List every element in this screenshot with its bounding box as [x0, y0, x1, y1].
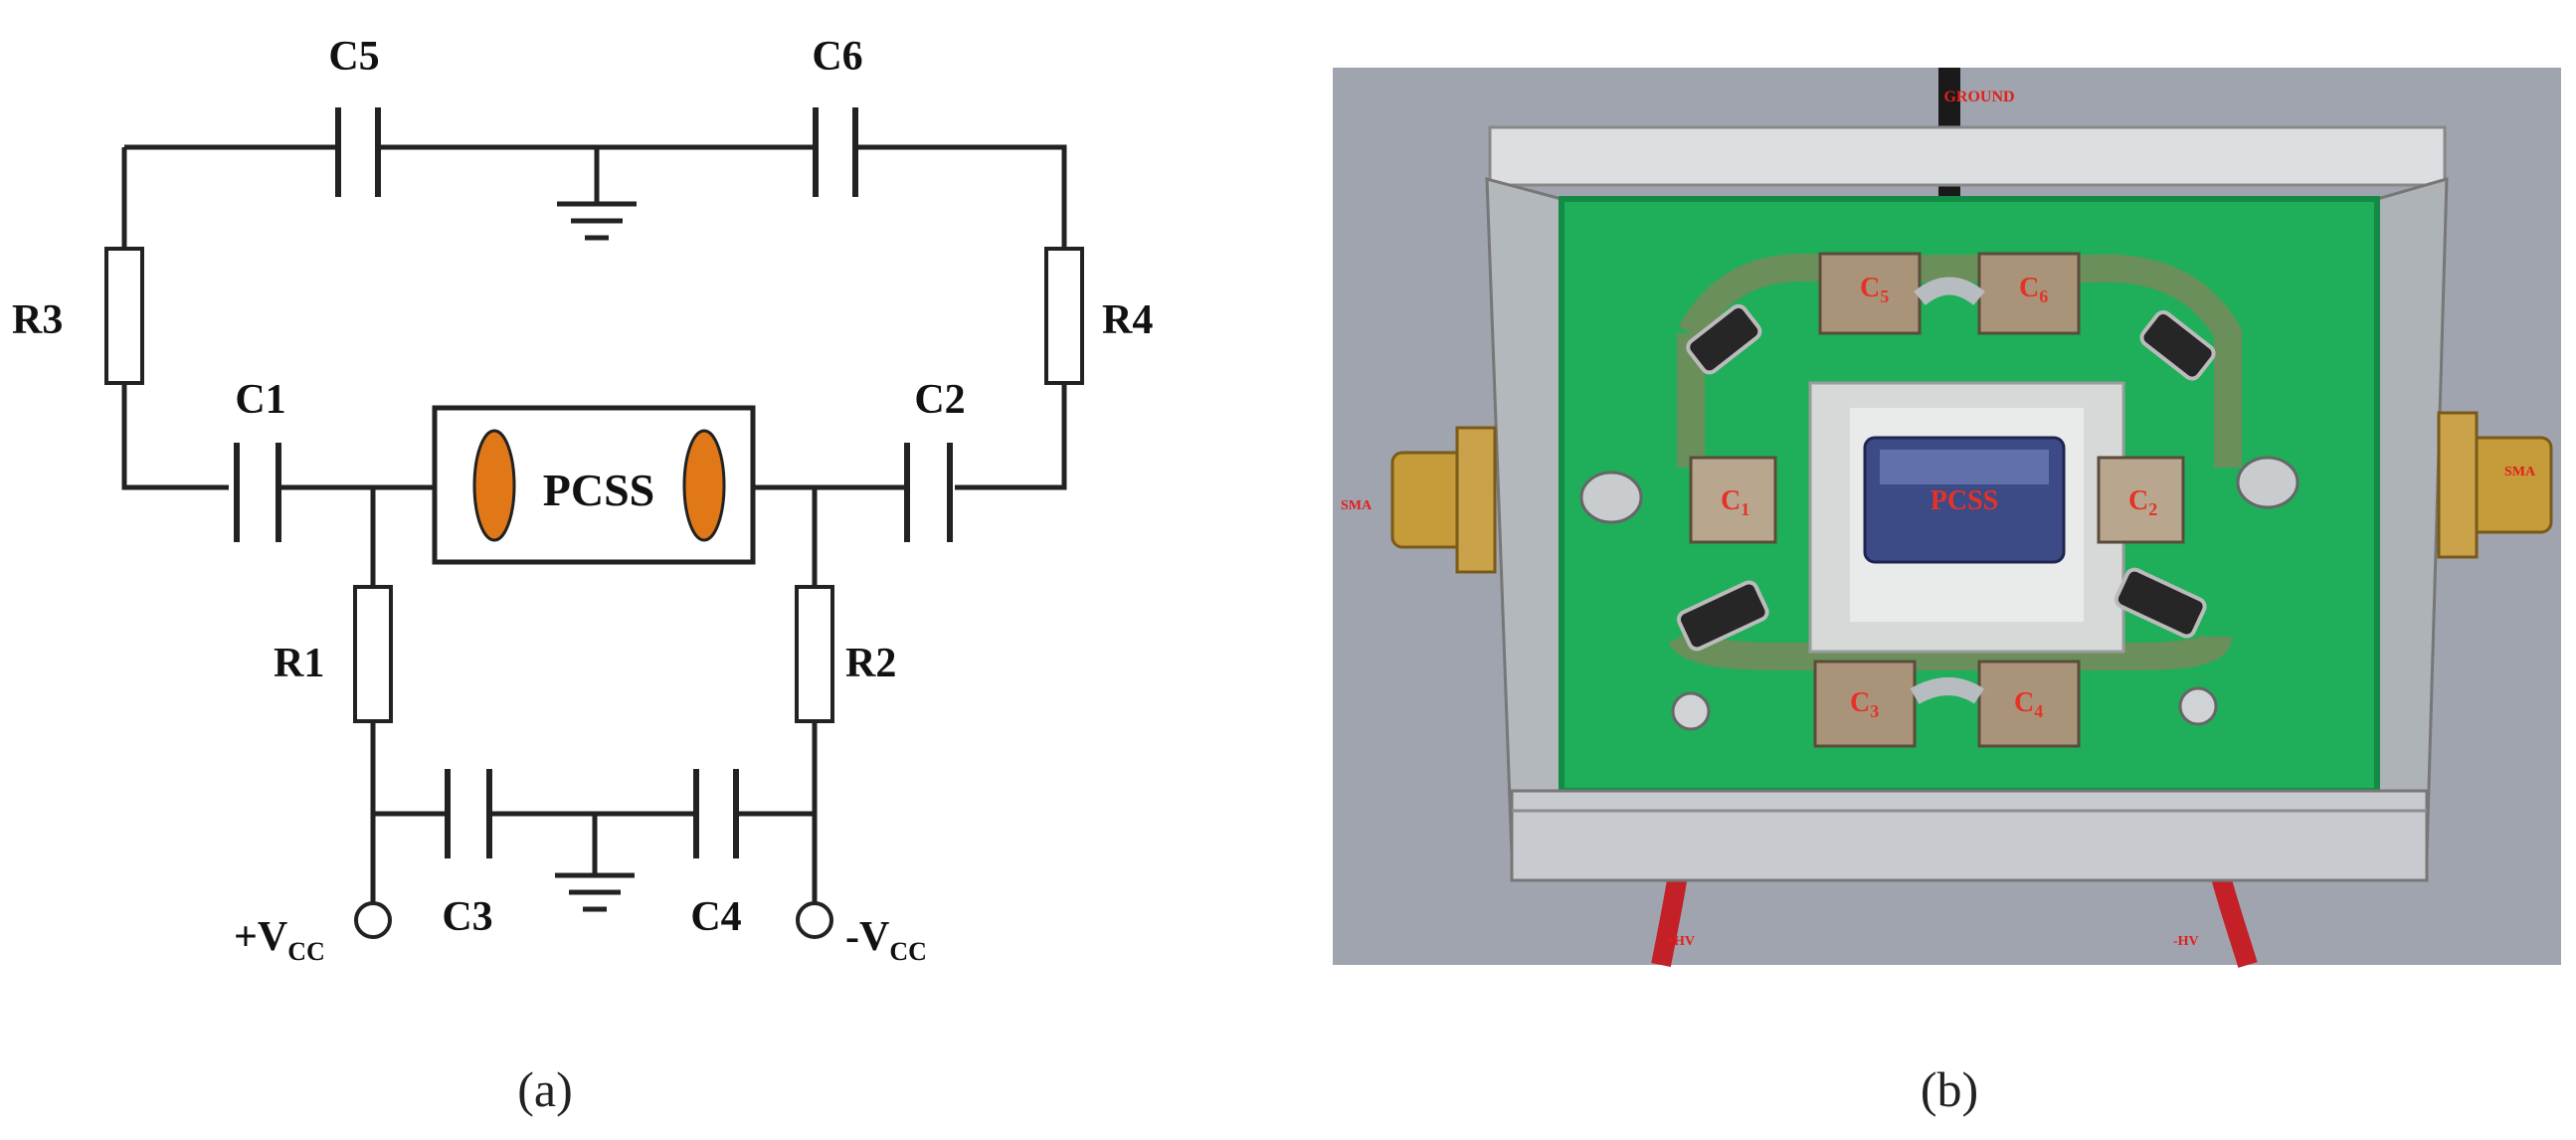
label-c4: C4: [690, 894, 741, 940]
caption-a: (a): [517, 1061, 573, 1117]
label-c2: C2: [914, 377, 965, 423]
pcss-switch: PCSS: [432, 405, 756, 565]
label-r4: R4: [1102, 297, 1153, 343]
resistor-r3: [104, 247, 144, 385]
photo-label-c6: C6: [2019, 273, 2048, 306]
photo-label-c1: C1: [1721, 485, 1749, 519]
label-c1: C1: [235, 377, 285, 423]
capacitor-c2: [904, 443, 953, 542]
photo-label-pcss: PCSS: [1931, 485, 1998, 516]
ground-symbol-top: [557, 147, 637, 241]
photo-label-sma-right: SMA: [2504, 465, 2536, 479]
photo-label-hv-left: +HV: [1666, 934, 1695, 949]
capacitor-c1: [234, 443, 281, 542]
label-r2: R2: [845, 641, 896, 686]
label-r1: R1: [274, 641, 324, 686]
photo-pcss-board: PCSS C5 C6 C1 C2: [1333, 68, 2561, 968]
resistor-r4: [1044, 247, 1084, 385]
capacitor-c4: [693, 769, 739, 858]
photo-label-c3: C3: [1850, 687, 1879, 721]
photo-label-sma-left: SMA: [1341, 498, 1373, 513]
photo-label-ground: GROUND: [1943, 89, 2014, 105]
capacitor-c6: [813, 107, 858, 197]
circuit-schematic: PCSS C5 C6 R3 R4 C1 C2 R: [12, 34, 1153, 966]
photo-label-c4: C4: [2014, 687, 2043, 721]
label-minus-vcc: -VCC: [845, 914, 927, 966]
label-c6: C6: [812, 34, 862, 80]
photo-label-c2: C2: [2128, 485, 2157, 519]
ground-symbol-bottom: [555, 814, 635, 912]
terminal-plus-vcc: [354, 901, 392, 939]
resistor-r1: [353, 585, 393, 723]
capacitor-c3: [445, 769, 492, 858]
label-plus-vcc: +VCC: [234, 914, 325, 966]
label-r3: R3: [12, 297, 63, 343]
caption-b: (b): [1921, 1061, 1978, 1117]
sma-connector-right: [2437, 411, 2553, 559]
pcss-label: PCSS: [543, 465, 654, 515]
label-c5: C5: [328, 34, 379, 80]
sma-connector-left: [1390, 426, 1497, 574]
terminal-minus-vcc: [796, 901, 833, 939]
photo-label-c5: C5: [1860, 273, 1889, 306]
resistor-r2: [795, 585, 834, 723]
capacitor-c5: [335, 107, 381, 197]
photo-label-hv-right: -HV: [2173, 934, 2199, 949]
label-c3: C3: [442, 894, 492, 940]
